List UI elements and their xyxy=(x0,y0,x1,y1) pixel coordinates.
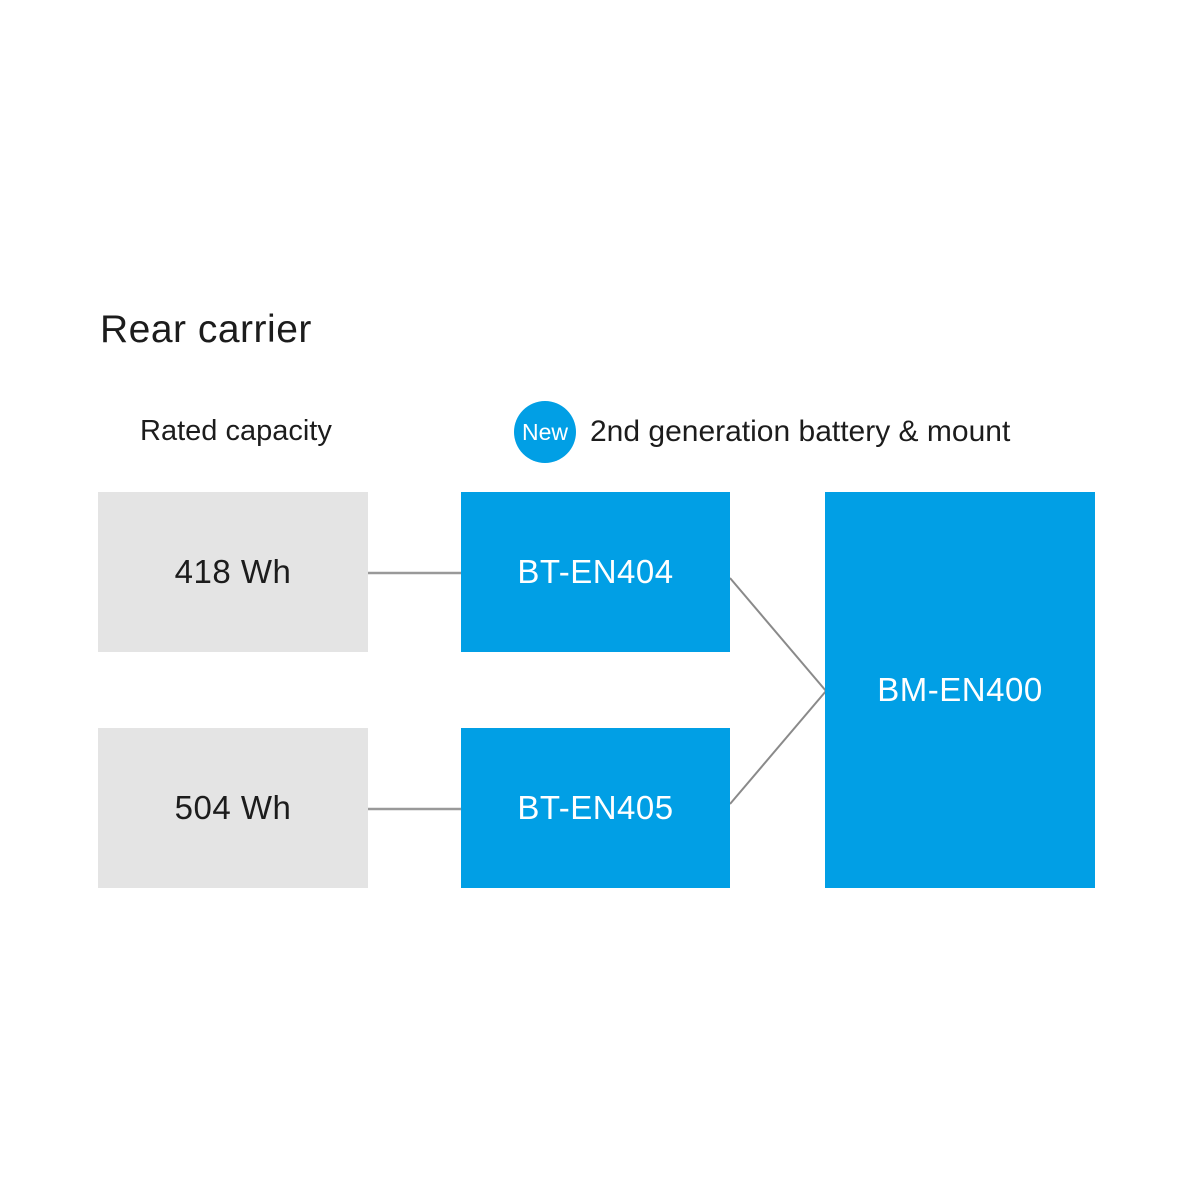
rated-capacity-label: Rated capacity xyxy=(140,415,332,447)
legend-caption: 2nd generation battery & mount xyxy=(590,415,1011,448)
capacity-node-418wh: 418 Wh xyxy=(98,492,368,652)
capacity-node-504wh: 504 Wh xyxy=(98,728,368,888)
battery-node-bt-en404: BT-EN404 xyxy=(461,492,730,652)
battery-node-bt-en405: BT-EN405 xyxy=(461,728,730,888)
capacity-node-label: 418 Wh xyxy=(174,553,292,590)
connector-battery2-mount xyxy=(729,690,827,805)
battery-node-label: BT-EN405 xyxy=(517,789,674,826)
new-badge: New xyxy=(514,401,576,463)
mount-node-label: BM-EN400 xyxy=(877,671,1043,708)
connector-battery1-mount xyxy=(729,577,827,692)
legend: New 2nd generation battery & mount xyxy=(514,401,1010,463)
battery-node-label: BT-EN404 xyxy=(517,553,674,590)
new-badge-label: New xyxy=(521,418,568,445)
page-title: Rear carrier xyxy=(100,308,312,351)
capacity-node-label: 504 Wh xyxy=(174,789,292,826)
mount-node-bm-en400: BM-EN400 xyxy=(825,492,1095,888)
